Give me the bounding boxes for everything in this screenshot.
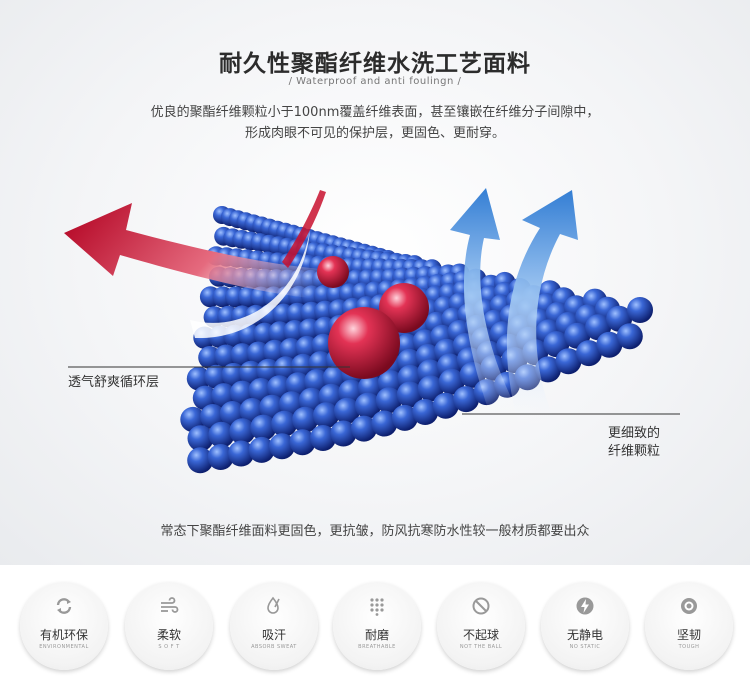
no-ball-icon: [472, 597, 490, 615]
blue-sphere: [271, 410, 298, 437]
feature-icons-row: 有机环保 ENVIRONMENTAL 柔软 S O F T 吸汗 ABSORB …: [0, 565, 750, 682]
red-streak: [282, 190, 326, 268]
feature-environmental: 有机环保 ENVIRONMENTAL: [20, 582, 108, 670]
ring-icon: [681, 598, 697, 614]
blue-sphere: [291, 353, 315, 378]
blue-sphere: [221, 362, 246, 387]
blue-sphere: [375, 387, 402, 414]
blue-sphere: [204, 364, 229, 389]
feature-tough-en: TOUGH: [678, 644, 700, 650]
label-breathable-layer: 透气舒爽循环层: [68, 375, 160, 390]
label-fine-particles-line1: 更细致的: [608, 426, 661, 441]
blue-sphere: [412, 399, 439, 425]
sweat-drop-icon: [267, 596, 280, 614]
footer-description: 常态下聚酯纤维面料更固色，更抗皱，防风抗寒防水性较一般材质都要出众: [160, 524, 590, 539]
wind-icon: [161, 597, 179, 613]
feature-wear-resistant-cn: 耐磨: [364, 628, 389, 642]
fabric-illustration: [64, 188, 680, 474]
feature-tough-cn: 坚韧: [676, 628, 701, 642]
feature-no-pilling-cn: 不起球: [462, 628, 499, 642]
feature-no-pilling: 不起球 NOT THE BALL: [437, 582, 525, 670]
feature-soft-cn: 柔软: [156, 628, 181, 642]
blue-arrow-right: [506, 190, 578, 430]
blue-sphere: [310, 425, 336, 451]
page-title: 耐久性聚酯纤维水洗工艺面料: [219, 51, 531, 77]
red-particle: [328, 307, 400, 379]
feature-absorb-sweat-cn: 吸汗: [261, 628, 286, 642]
blue-sphere: [187, 447, 214, 474]
blue-sphere: [208, 421, 235, 448]
blue-sphere: [555, 348, 582, 375]
particle-layer: [317, 256, 429, 379]
blue-sphere: [616, 323, 643, 350]
blue-sphere: [289, 429, 316, 456]
label-fine-particles-line2: 纤维颗粒: [608, 444, 661, 459]
blue-sphere: [186, 366, 211, 391]
blue-sphere: [313, 402, 339, 429]
feature-no-static-en: NO STATIC: [569, 644, 601, 650]
blue-sphere: [192, 385, 218, 411]
feature-no-static-cn: 无静电: [566, 628, 603, 642]
red-particle: [317, 256, 349, 288]
blue-sphere: [596, 331, 623, 358]
lightning-icon: [576, 597, 594, 615]
blue-sphere: [391, 404, 418, 431]
description-line-2: 形成肉眼不可见的保护层，更固色、更耐穿。: [244, 126, 505, 141]
blue-sphere: [207, 444, 234, 470]
feature-tough: 坚韧 TOUGH: [645, 582, 733, 670]
blue-sphere: [330, 420, 357, 447]
page-subtitle: / Waterproof and anti foulingn /: [288, 76, 462, 87]
blue-sphere: [334, 397, 360, 424]
sphere-layer: [180, 206, 653, 474]
blue-sphere: [396, 381, 423, 408]
feature-soft-en: S O F T: [158, 644, 180, 650]
blue-sphere: [453, 386, 480, 413]
feature-environmental-en: ENVIRONMENTAL: [39, 644, 89, 650]
blue-sphere: [575, 340, 602, 367]
blue-sphere: [354, 392, 381, 419]
feature-wear-resistant-en: BREATHABLE: [358, 644, 396, 650]
blue-sphere: [269, 433, 295, 460]
blue-sphere: [229, 418, 256, 445]
label-fine-particles: 更细致的 纤维颗粒: [608, 425, 660, 461]
red-arrow: [64, 203, 345, 300]
dots-grid-icon: [370, 598, 384, 616]
blue-sphere: [627, 297, 653, 323]
blue-sphere: [371, 410, 398, 437]
blue-sphere: [535, 356, 561, 383]
feature-no-static: 无静电 NO STATIC: [541, 582, 629, 670]
white-swoosh: [190, 230, 310, 339]
blue-sphere: [438, 368, 465, 395]
blue-sphere: [228, 440, 255, 467]
feature-absorb-sweat-en: ABSORB SWEAT: [251, 644, 297, 650]
blue-sphere: [248, 436, 275, 463]
blue-arrow-left: [450, 188, 520, 420]
blue-sphere: [432, 392, 459, 419]
blue-sphere: [417, 375, 444, 402]
feature-wear-resistant: 耐磨 BREATHABLE: [333, 582, 421, 670]
blue-sphere: [250, 414, 277, 441]
feature-environmental-cn: 有机环保: [39, 628, 88, 642]
blue-sphere: [292, 406, 319, 433]
recycle-icon: [56, 598, 72, 614]
feature-soft: 柔软 S O F T: [125, 582, 213, 670]
blue-sphere: [350, 415, 377, 442]
feature-absorb-sweat: 吸汗 ABSORB SWEAT: [230, 582, 318, 670]
description-line-1: 优良的聚酯纤维颗粒小于100nm覆盖纤维表面，甚至镶嵌在纤维分子间隙中，: [150, 105, 600, 120]
feature-no-pilling-en: NOT THE BALL: [459, 644, 503, 650]
blue-sphere: [187, 425, 214, 452]
